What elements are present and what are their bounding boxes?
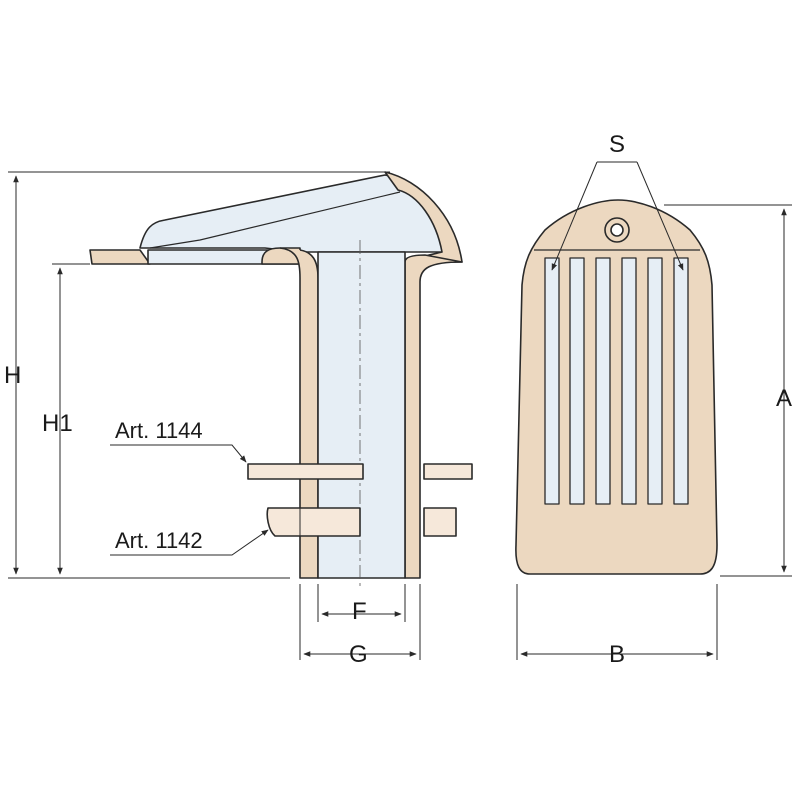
ring-1144-right	[423, 463, 473, 480]
slot	[544, 257, 560, 505]
callout-art-1142: Art. 1142	[115, 528, 203, 553]
pipe-wall-left	[279, 247, 319, 579]
slot	[569, 257, 585, 505]
hood-lip	[149, 191, 401, 249]
mount-hole-inner	[610, 223, 624, 237]
pipe-wall-right	[404, 254, 463, 579]
side-view	[89, 171, 473, 590]
side-dimensions	[8, 171, 421, 660]
dim-label-s: S	[609, 131, 626, 158]
front-view	[515, 199, 718, 575]
slot	[621, 257, 637, 505]
nut-1142-right	[423, 507, 457, 537]
dim-label-g: G	[349, 641, 368, 668]
dim-label-a: A	[776, 385, 793, 412]
dim-label-b: B	[609, 641, 626, 668]
grille-slots	[544, 257, 689, 505]
dim-label-h: H	[4, 362, 22, 389]
ring-1144-left	[247, 463, 364, 480]
dim-label-f: F	[352, 598, 367, 625]
front-dimensions	[516, 161, 792, 660]
nut-1142-left	[266, 507, 361, 537]
slot	[673, 257, 689, 505]
grille-body	[515, 199, 718, 575]
slot	[595, 257, 611, 505]
callout-art-1144: Art. 1144	[115, 418, 203, 443]
dim-label-h1: H1	[42, 410, 73, 437]
flange-tab	[89, 249, 151, 265]
slot	[647, 257, 663, 505]
